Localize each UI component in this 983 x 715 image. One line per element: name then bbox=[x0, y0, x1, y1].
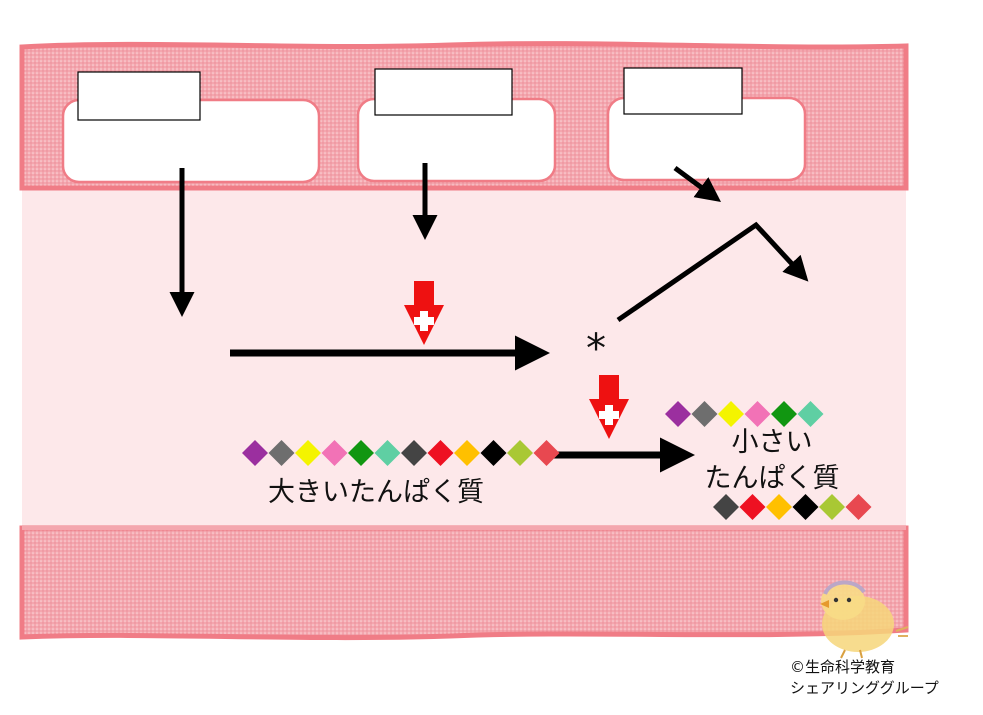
bead bbox=[454, 440, 480, 466]
bead bbox=[507, 440, 533, 466]
copyright-credit: ©生命科学教育 シェアリンググループ bbox=[790, 657, 939, 699]
arrow-feedback bbox=[616, 221, 809, 323]
bead bbox=[427, 440, 454, 466]
big-protein-label: 大きいたんぱく質 bbox=[268, 477, 484, 508]
membrane-bottom bbox=[19, 525, 909, 641]
big-protein-beads bbox=[242, 440, 560, 466]
bead bbox=[766, 494, 792, 520]
bead bbox=[268, 440, 295, 466]
bead bbox=[691, 401, 718, 427]
chick-icon bbox=[820, 580, 909, 659]
bead bbox=[819, 494, 845, 520]
bead bbox=[797, 401, 824, 427]
blank-box-3[interactable] bbox=[623, 67, 743, 115]
blank-box-2[interactable] bbox=[374, 68, 513, 116]
small-protein-beads-bottom bbox=[713, 494, 872, 520]
bead bbox=[348, 440, 374, 466]
activation-arrow-1 bbox=[404, 281, 444, 345]
bead bbox=[792, 494, 819, 520]
small-protein-label-line1: 小さい bbox=[731, 427, 813, 458]
bead bbox=[845, 494, 872, 520]
bead bbox=[480, 440, 507, 466]
small-protein-label: 小さい たんぱく質 bbox=[692, 425, 852, 497]
bead bbox=[665, 401, 691, 427]
plus-icon bbox=[599, 405, 619, 425]
bead bbox=[295, 440, 321, 466]
arrow-diagonal-3 bbox=[673, 165, 722, 202]
cytoplasm bbox=[22, 185, 906, 530]
bead bbox=[401, 440, 427, 466]
bead bbox=[718, 401, 744, 427]
bead bbox=[713, 494, 739, 520]
plus-icon bbox=[414, 311, 434, 331]
bead bbox=[321, 440, 348, 466]
bead bbox=[739, 494, 766, 520]
activation-arrow-2 bbox=[589, 375, 629, 439]
small-protein-beads-top bbox=[665, 401, 824, 427]
bead bbox=[744, 401, 771, 427]
bead bbox=[242, 440, 268, 466]
blank-box-1[interactable] bbox=[77, 71, 201, 121]
bead bbox=[771, 401, 797, 427]
credit-line1: ©生命科学教育 bbox=[790, 658, 896, 676]
bead bbox=[374, 440, 401, 466]
bead bbox=[533, 440, 560, 466]
small-protein-label-line2: たんぱく質 bbox=[704, 463, 840, 494]
credit-line2: シェアリンググループ bbox=[790, 679, 939, 697]
asterisk-marker: * bbox=[584, 326, 609, 372]
